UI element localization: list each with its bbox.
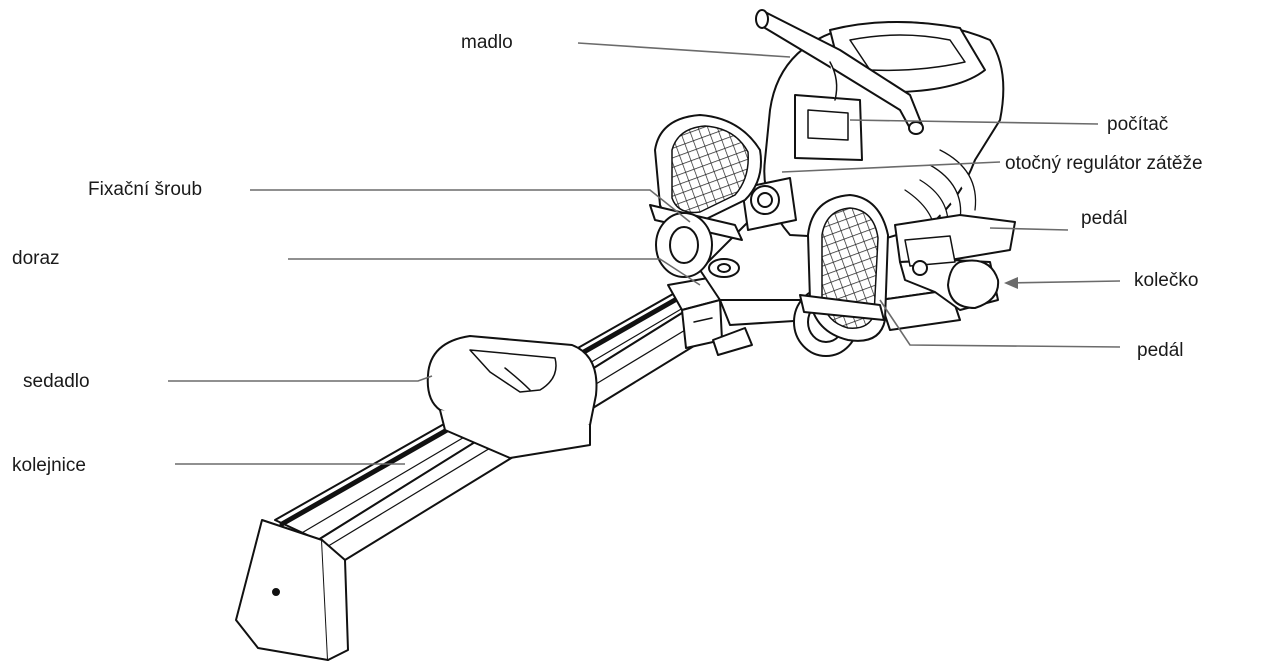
label-wheel: kolečko xyxy=(1134,270,1198,292)
label-pedal-upper: pedál xyxy=(1081,208,1128,230)
rowing-machine-drawing xyxy=(236,10,1015,660)
leader-line-doraz xyxy=(288,259,700,285)
label-stopper: doraz xyxy=(12,248,60,270)
label-pedal-lower: pedál xyxy=(1137,340,1184,362)
label-rail: kolejnice xyxy=(12,455,86,477)
label-resistance-knob: otočný regulátor zátěže xyxy=(1005,153,1203,175)
leader-line-sedadlo xyxy=(168,376,432,381)
front-wheel-left xyxy=(656,213,712,277)
label-seat: sedadlo xyxy=(23,371,90,393)
label-computer: počítač xyxy=(1107,114,1168,136)
stopper-ring xyxy=(709,259,739,277)
leader-line-sroub xyxy=(250,190,690,222)
computer-display xyxy=(795,95,862,160)
label-fixing-screw: Fixační šroub xyxy=(88,179,202,201)
leader-line-kolecko xyxy=(1008,281,1120,283)
leader-line-madlo xyxy=(578,43,790,57)
arrow-kolecko xyxy=(1004,277,1018,289)
label-handle: madlo xyxy=(461,32,513,54)
